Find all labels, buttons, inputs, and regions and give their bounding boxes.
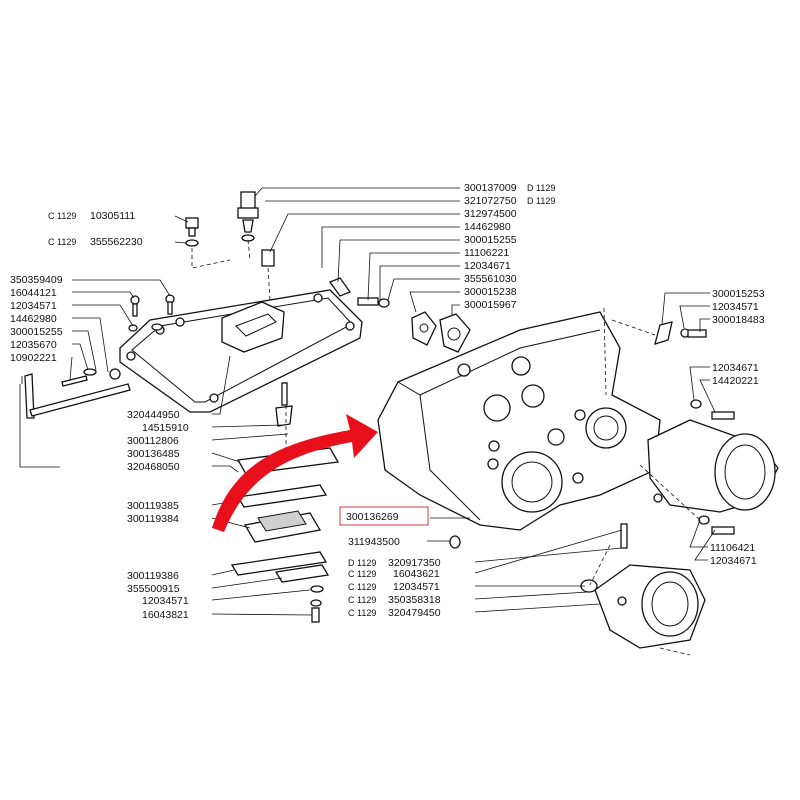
part-label-320468050: 320468050 (127, 461, 180, 473)
part-label-311943500: 311943500 (348, 536, 400, 548)
part-label-320917350: 320917350 (388, 557, 441, 569)
part-label-312974500: 312974500 (464, 208, 517, 220)
drain-plug (310, 585, 324, 623)
part-label-14515910: 14515910 (142, 422, 189, 434)
highlight-box (339, 506, 429, 526)
part-label-12034571: 12034571 (142, 595, 189, 607)
part-label-355500915: 355500915 (127, 583, 180, 595)
part-label-300015967: 300015967 (464, 299, 517, 311)
part-prefix: C 1129 (348, 608, 376, 618)
part-label-11106221: 11106221 (464, 247, 509, 259)
part-prefix: C 1129 (48, 237, 76, 247)
part-label-12035670: 12035670 (10, 339, 57, 351)
part-label-10902221: 10902221 (10, 352, 57, 364)
part-prefix: D 1129 (527, 183, 555, 193)
part-label-300015255: 300015255 (464, 234, 517, 246)
part-label-350358318: 350358318 (388, 594, 441, 606)
part-label-321072750: 321072750 (464, 195, 517, 207)
selector-rod (24, 368, 131, 419)
part-prefix: C 1129 (348, 569, 376, 579)
red-highlight-arrow (212, 414, 378, 532)
left-screws (128, 294, 175, 332)
part-label-12034671: 12034671 (710, 555, 757, 567)
part-label-355561030: 355561030 (464, 273, 517, 285)
part-label-300119386: 300119386 (127, 570, 179, 582)
rear-extension-housing (647, 419, 779, 513)
cover-plates (328, 277, 471, 353)
part-label-12034571: 12034571 (712, 301, 759, 313)
part-prefix: D 1129 (527, 196, 555, 206)
part-label-300136485: 300136485 (127, 448, 180, 460)
part-label-300015255: 300015255 (10, 326, 63, 338)
part-label-12034671: 12034671 (464, 260, 511, 272)
part-label-16043821: 16043821 (142, 609, 189, 621)
part-prefix: C 1129 (348, 595, 376, 605)
part-prefix: C 1129 (348, 582, 376, 592)
lower-extension-housing (449, 523, 706, 649)
part-label-355562230: 355562230 (90, 236, 143, 248)
gasket-plates (230, 447, 340, 583)
part-number-labels: 300137009 D 1129 321072750 D 1129 312974… (10, 182, 765, 621)
part-label-300112806: 300112806 (127, 435, 179, 447)
part-label-14420221: 14420221 (712, 375, 759, 387)
shift-lever (275, 382, 293, 427)
assembly-guides (191, 239, 701, 656)
sensor-switch (237, 191, 275, 267)
part-label-320444950: 320444950 (127, 409, 180, 421)
part-label-300119385: 300119385 (127, 500, 179, 512)
part-label-300018483: 300018483 (712, 314, 765, 326)
part-label-11106421: 11106421 (710, 542, 755, 554)
part-prefix: C 1129 (48, 211, 76, 221)
gearbox-top-cover (119, 289, 363, 413)
part-label-16043621: 16043621 (393, 568, 440, 580)
part-label-300015253: 300015253 (712, 288, 765, 300)
part-label-300015238: 300015238 (464, 286, 517, 298)
part-label-350359409: 350359409 (10, 274, 63, 286)
part-label-14462980: 14462980 (464, 221, 511, 233)
part-label-16044121: 16044121 (10, 287, 57, 299)
part-label-14462980: 14462980 (10, 313, 57, 325)
part-label-300136269: 300136269 (346, 511, 399, 523)
part-label-10305111: 10305111 (90, 210, 135, 222)
part-prefix: D 1129 (348, 558, 376, 568)
part-label-300137009: 300137009 (464, 182, 517, 194)
right-bracket (654, 321, 735, 535)
part-label-12034671: 12034671 (712, 362, 759, 374)
part-label-300119384: 300119384 (127, 513, 179, 525)
part-label-320479450: 320479450 (388, 607, 441, 619)
gearbox-housing (377, 311, 661, 531)
part-label-12034571: 12034571 (393, 581, 440, 593)
vent-bolt (185, 217, 199, 247)
part-label-12034571: 12034571 (10, 300, 57, 312)
